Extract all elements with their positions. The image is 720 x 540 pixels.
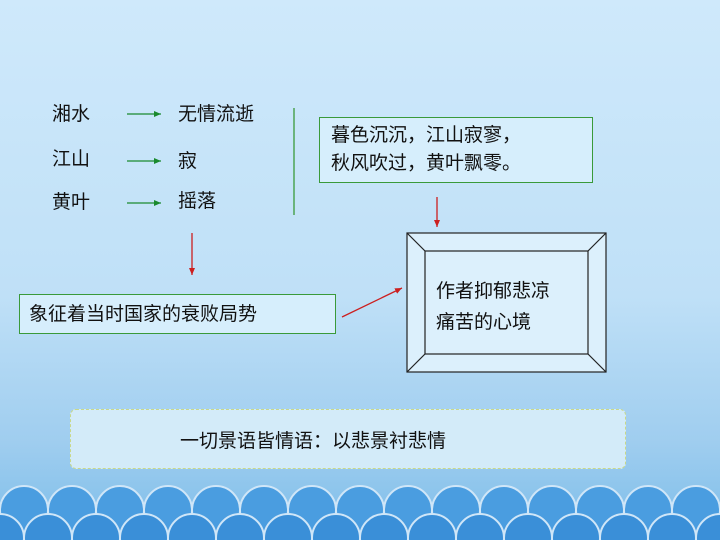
center-frame (406, 232, 607, 373)
scene-line-2: 秋风吹过，黄叶飘零。 (331, 152, 522, 174)
image-xiangshui: 湘水 (52, 103, 91, 125)
feeling-huangye: 摇落 (178, 190, 217, 212)
feeling-jiangshan: 寂 (178, 150, 198, 172)
conclusion-banner (70, 409, 626, 469)
arrow-symbol-to-center (341, 287, 403, 318)
conclusion-text: 一切景语皆情语：以悲景衬悲情 (180, 430, 447, 452)
center-line-1: 作者抑郁悲凉 (436, 280, 551, 302)
center-line-2: 痛苦的心境 (436, 311, 532, 333)
scene-box (319, 117, 593, 183)
symbol-box (19, 294, 336, 334)
symbol-text: 象征着当时国家的衰败局势 (29, 303, 258, 325)
image-jiangshan: 江山 (52, 148, 91, 170)
scene-line-1: 暮色沉沉，江山寂寥， (331, 124, 522, 146)
image-huangye: 黄叶 (52, 191, 91, 213)
wave-scallop (695, 513, 720, 540)
feeling-xiangshui: 无情流逝 (178, 103, 255, 125)
wave-decoration (0, 485, 720, 540)
